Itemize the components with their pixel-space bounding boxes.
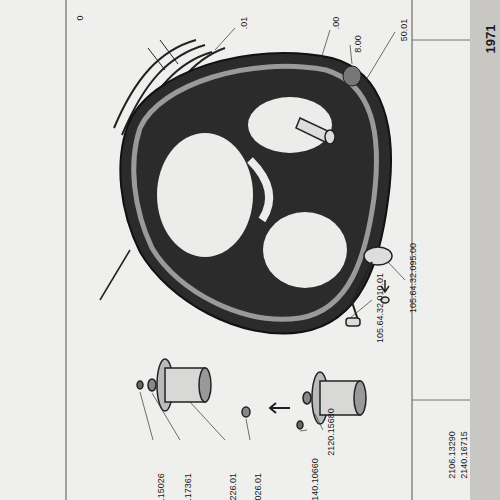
part-number: 105.64.32.226.01 — [228, 473, 237, 500]
part-number: 2106.13290 — [447, 431, 456, 479]
part-number: 2140.10660 — [310, 458, 319, 500]
part-number: 2120.15026 — [156, 473, 165, 500]
part-number: 2120.15680 — [326, 408, 335, 456]
part-number: 105.64.32.010.01 — [375, 273, 384, 343]
part-number: 2140.17361 — [183, 473, 192, 500]
callout-number: 8.00 — [353, 35, 362, 53]
callout-number: .01 — [239, 17, 248, 30]
part-number: 105.64.32.026.01 — [253, 473, 262, 500]
year-label: 1971 — [483, 25, 496, 54]
part-number: 105.64.32.095.00 — [408, 243, 417, 313]
callout-number: 50.01 — [399, 19, 408, 42]
callout-number: .00 — [331, 17, 340, 30]
callout-number: 0 — [75, 15, 84, 20]
part-number: 2140.16715 — [459, 431, 468, 479]
